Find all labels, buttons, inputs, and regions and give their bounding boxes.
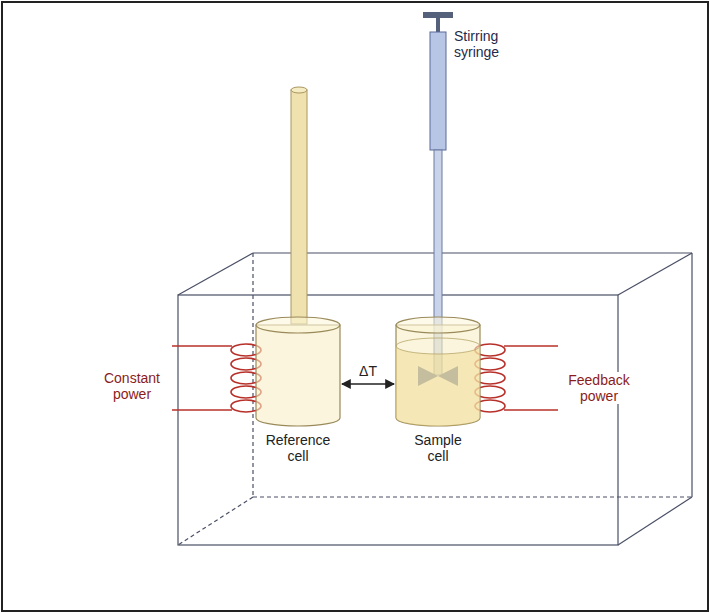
wire — [504, 409, 558, 411]
cell-node: Sample cell — [395, 316, 481, 464]
delta-t-arrow — [342, 383, 394, 384]
cell-label: Reference cell — [255, 432, 341, 464]
box-front-face — [178, 295, 618, 545]
reference-rod — [291, 87, 307, 324]
wire — [172, 409, 232, 411]
box-hidden-edge — [252, 253, 253, 497]
cell-node: Reference cell — [255, 316, 341, 464]
cylinder-outline — [255, 316, 341, 428]
rod-top — [291, 87, 307, 93]
liquid-surface — [396, 338, 480, 354]
wire — [504, 345, 558, 347]
box-hidden-edge — [253, 496, 692, 497]
box-edge — [178, 253, 253, 295]
part-label: Stirring syringe — [452, 28, 520, 60]
cylinder-outline — [395, 316, 481, 428]
syringe-barrel — [430, 32, 446, 150]
plunger-handle — [423, 12, 453, 18]
cylinder-top — [396, 317, 480, 333]
box-edge — [253, 252, 692, 253]
heater-coil — [172, 344, 261, 412]
box-hidden-edge — [178, 497, 253, 545]
cylinder-body — [256, 325, 340, 426]
heater-coil — [475, 344, 558, 412]
cell-label: Sample cell — [407, 432, 469, 464]
plunger-stem — [436, 18, 440, 32]
part-label: Feedback power — [558, 372, 640, 404]
cylinder-top — [256, 317, 340, 333]
box-edge — [691, 253, 692, 497]
box-edge — [618, 497, 692, 545]
wire — [172, 345, 232, 347]
edge-label: ΔT — [357, 363, 379, 379]
cylinder-body — [396, 325, 480, 426]
box-edge — [618, 253, 692, 295]
part-label: Constant power — [92, 370, 172, 402]
cell-liquid — [396, 346, 480, 426]
rod — [291, 90, 307, 324]
